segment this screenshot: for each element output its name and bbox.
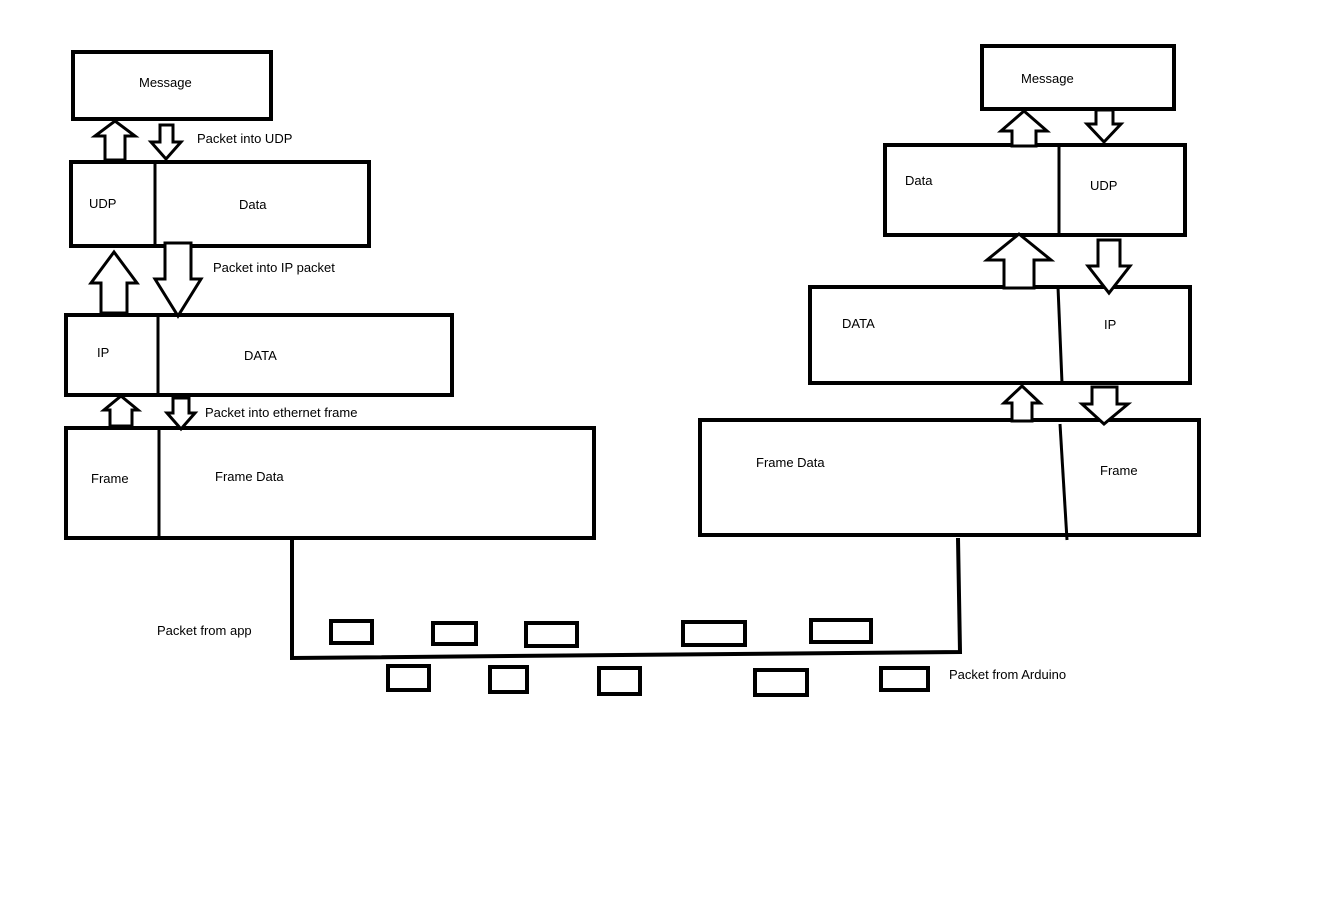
right-ip-data-label: DATA [842, 316, 875, 331]
right-frame-header-label: Frame [1100, 463, 1138, 478]
left-ip-header-label: IP [97, 345, 109, 360]
left-down-arrow-icon [152, 241, 204, 319]
right-down-arrow-icon [1078, 385, 1133, 426]
packet-icon [753, 668, 809, 697]
annotation-packet-into-ip: Packet into IP packet [213, 260, 335, 275]
packet-icon [681, 620, 747, 647]
left-udp-box [69, 160, 371, 248]
left-up-arrow-icon [90, 119, 140, 162]
right-down-arrow-icon [1084, 238, 1134, 296]
packet-icon [386, 664, 431, 692]
right-message-box [980, 44, 1176, 111]
right-down-arrow-icon [1083, 108, 1125, 145]
left-ip-data-label: DATA [244, 348, 277, 363]
right-frame-divider [1058, 423, 1069, 541]
left-down-arrow-icon [147, 123, 185, 162]
packet-icon [809, 618, 873, 644]
right-message-label: Message [1021, 71, 1074, 86]
right-up-arrow-icon [982, 232, 1056, 290]
left-udp-header-label: UDP [89, 196, 116, 211]
packet-icon [879, 666, 930, 692]
right-udp-box [883, 143, 1187, 237]
packet-icon [488, 665, 529, 694]
connection-wire [290, 537, 963, 661]
right-up-arrow-icon [996, 109, 1052, 148]
annotation-packet-from-app: Packet from app [157, 623, 252, 638]
left-up-arrow-icon [99, 394, 143, 428]
annotation-packet-into-udp: Packet into UDP [197, 131, 292, 146]
packet-icon [329, 619, 374, 645]
left-message-label: Message [139, 75, 192, 90]
left-frame-header-label: Frame [91, 471, 129, 486]
right-up-arrow-icon [1000, 383, 1044, 423]
right-frame-box [698, 418, 1201, 537]
network-link: Packet from app Packet from Arduino [157, 537, 1066, 697]
left-ip-box [64, 313, 454, 397]
left-message-box [71, 50, 273, 121]
right-udp-data-label: Data [905, 173, 933, 188]
right-ip-header-label: IP [1104, 317, 1116, 332]
left-down-arrow-icon [163, 396, 199, 432]
right-ip-divider [1056, 286, 1064, 384]
left-frame-data-label: Frame Data [215, 469, 284, 484]
right-ip-box [808, 285, 1192, 385]
right-frame-data-label: Frame Data [756, 455, 825, 470]
left-up-arrow-icon [88, 249, 140, 315]
right-stack: Message Data UDP DATA IP Frame Data Fram… [698, 44, 1201, 541]
packet-icon [597, 666, 642, 696]
left-udp-data-label: Data [239, 197, 267, 212]
packet-icon [524, 621, 579, 648]
left-frame-box [64, 426, 596, 540]
left-stack: Message UDP Data IP DATA Frame Frame Dat… [64, 50, 596, 540]
right-udp-header-label: UDP [1090, 178, 1117, 193]
annotation-packet-into-ethernet: Packet into ethernet frame [205, 405, 357, 420]
packet-icon [431, 621, 478, 646]
annotation-packet-from-arduino: Packet from Arduino [949, 667, 1066, 682]
